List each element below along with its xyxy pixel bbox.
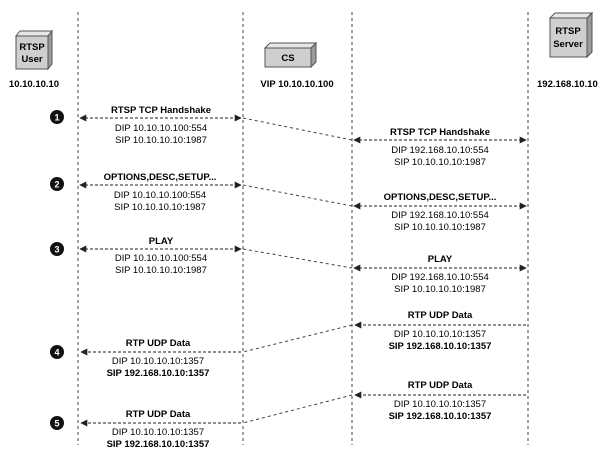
msg-step5-right-line-1: DIP 10.10.10.10:1357 (394, 399, 486, 410)
msg-step3-left-title: PLAY (149, 236, 174, 247)
rtsp-server-name-line-1: RTSP (555, 26, 581, 37)
step-badge-5-label: 5 (54, 419, 59, 429)
msg-step2-right-line-1: DIP 192.168.10.10:554 (391, 210, 489, 221)
msg-step1-right-line-2: SIP 10.10.10.10:1987 (394, 157, 486, 168)
arrow-step3-cross (242, 248, 353, 269)
cs-name: CS (281, 53, 294, 64)
step-badge-2-label: 2 (54, 180, 59, 190)
msg-step1-left-line-2: SIP 10.10.10.10:1987 (115, 135, 207, 146)
msg-step5-right-line-2: SIP 192.168.10.10:1357 (389, 411, 492, 422)
step-badge-3-label: 3 (54, 245, 59, 255)
step-badge-3: 3 (50, 242, 64, 256)
step-badge-4-label: 4 (54, 348, 59, 358)
msg-step3-left-line-1: DIP 10.10.10.100:554 (115, 253, 207, 264)
msg-step1-left-title: RTSP TCP Handshake (111, 105, 211, 116)
rtsp-user-node: RTSP User (14, 29, 54, 71)
rtsp-server-node: RTSP Server (548, 11, 594, 59)
step-badge-4: 4 (50, 345, 64, 359)
msg-step4-right-title: RTP UDP Data (408, 310, 473, 321)
msg-step2-right-title: OPTIONS,DESC,SETUP... (384, 192, 497, 203)
cs-address: VIP 10.10.10.100 (260, 79, 333, 90)
arrow-step2-cross (242, 184, 353, 207)
rtsp-user-name-line-2: User (21, 54, 42, 65)
msg-step5-left-title: RTP UDP Data (126, 409, 191, 420)
msg-step4-right-line-2: SIP 192.168.10.10:1357 (389, 341, 492, 352)
msg-step3-left-line-2: SIP 10.10.10.10:1987 (115, 265, 207, 276)
rtsp-server-address: 192.168.10.10 (537, 79, 598, 90)
msg-step4-left-line-2: SIP 192.168.10.10:1357 (107, 368, 210, 379)
arrow-step5-cross (242, 394, 353, 424)
step-badge-5: 5 (50, 416, 64, 430)
msg-step5-right-title: RTP UDP Data (408, 380, 473, 391)
msg-step4-left-title: RTP UDP Data (126, 338, 191, 349)
rtsp-user-address: 10.10.10.10 (9, 79, 59, 90)
msg-step1-right-title: RTSP TCP Handshake (390, 127, 490, 138)
step-badge-2: 2 (50, 177, 64, 191)
arrow-step1-cross (242, 117, 353, 141)
msg-step5-left-line-1: DIP 10.10.10.10:1357 (112, 427, 204, 438)
msg-step3-right-line-1: DIP 192.168.10.10:554 (391, 272, 489, 283)
arrow-step4-cross (242, 324, 353, 353)
msg-step3-right-title: PLAY (428, 254, 453, 265)
msg-step1-right-line-1: DIP 192.168.10.10:554 (391, 145, 489, 156)
step-badge-1: 1 (50, 110, 64, 124)
msg-step5-left-line-2: SIP 192.168.10.10:1357 (107, 439, 210, 450)
step-badge-1-label: 1 (54, 113, 59, 123)
msg-step4-right-line-1: DIP 10.10.10.10:1357 (394, 329, 486, 340)
msg-step3-right-line-2: SIP 10.10.10.10:1987 (394, 284, 486, 295)
msg-step2-left-line-2: SIP 10.10.10.10:1987 (114, 202, 206, 213)
msg-step2-left-line-1: DIP 10.10.10.100:554 (114, 190, 206, 201)
rtsp-user-name-line-1: RTSP (19, 42, 45, 53)
msg-step1-left-line-1: DIP 10.10.10.100:554 (115, 123, 207, 134)
cs-node: CS (263, 41, 318, 69)
msg-step4-left-line-1: DIP 10.10.10.10:1357 (112, 356, 204, 367)
rtsp-server-name-line-2: Server (553, 39, 583, 50)
msg-step2-right-line-2: SIP 10.10.10.10:1987 (394, 222, 486, 233)
msg-step2-left-title: OPTIONS,DESC,SETUP... (104, 172, 217, 183)
